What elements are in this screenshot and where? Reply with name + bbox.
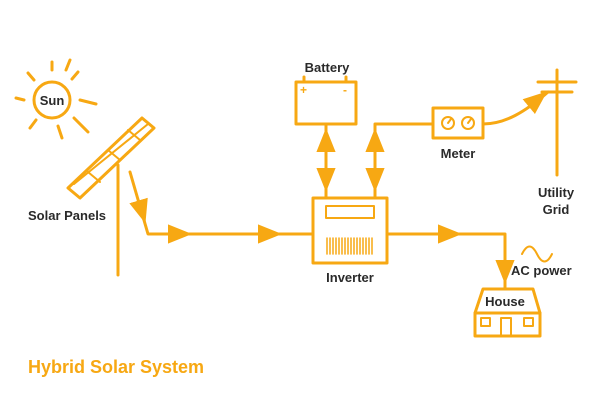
panel-to-inverter-line xyxy=(128,170,315,244)
house-label: House xyxy=(485,294,525,309)
inverter-label: Inverter xyxy=(326,270,374,285)
sine-wave-icon xyxy=(521,245,553,263)
solar-panels-label: Solar Panels xyxy=(28,208,107,223)
inverter-meter-line xyxy=(365,122,435,200)
inverter-house-line xyxy=(385,224,515,291)
meter-icon xyxy=(431,106,485,140)
meter-label: Meter xyxy=(440,146,476,161)
battery-minus-sign: - xyxy=(343,83,347,97)
utility-grid-label-line1: Utility xyxy=(537,185,575,200)
utility-pole-icon xyxy=(536,68,578,177)
ac-power-label: AC power xyxy=(511,263,572,278)
sun-icon xyxy=(14,58,98,140)
utility-grid-label-line2: Grid xyxy=(542,202,570,217)
battery-plus-sign: + xyxy=(300,83,307,97)
battery-label: Battery xyxy=(304,60,350,75)
inverter-icon xyxy=(311,196,389,265)
solar-panel-icon xyxy=(66,116,156,277)
house-icon xyxy=(473,287,542,338)
sun-label: Sun xyxy=(39,93,65,108)
diagram-title: Hybrid Solar System xyxy=(28,357,205,377)
meter-grid-line xyxy=(481,90,550,126)
